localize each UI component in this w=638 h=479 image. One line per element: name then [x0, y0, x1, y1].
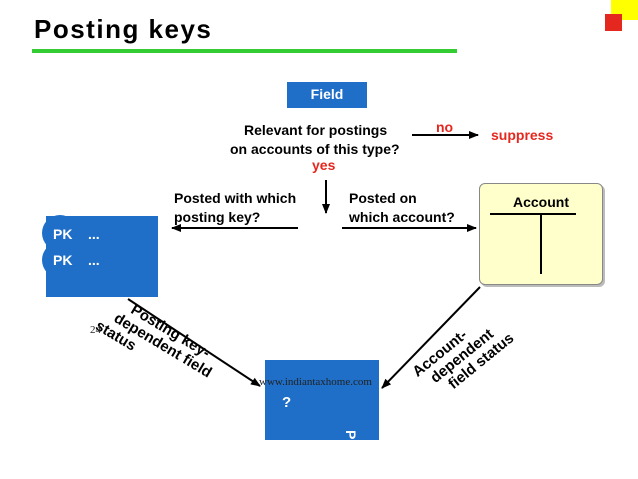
account-box: Account	[479, 183, 603, 285]
field-box-label: Field	[310, 86, 344, 102]
branch-no-label: no	[436, 119, 454, 135]
left-question-line-1: Posted with which	[174, 190, 297, 206]
right-question-line-2: which account?	[349, 209, 455, 225]
priority-question-mark: ?	[282, 394, 292, 411]
pk-row-2-value: ...	[88, 252, 100, 268]
question-line-2: on accounts of this type?	[230, 141, 400, 157]
title-underline	[32, 49, 457, 53]
slide-title: Posting keys	[34, 14, 213, 44]
corner-red-square	[605, 14, 622, 31]
field-box: Field	[287, 82, 367, 108]
priority-label: Priority	[343, 430, 359, 479]
branch-yes-label: yes	[312, 157, 336, 173]
pk-row-1-code: PK	[53, 226, 73, 242]
left-question-line-2: posting key?	[174, 209, 261, 225]
right-question-line-1: Posted on	[349, 190, 417, 206]
pk-row-2-circle	[42, 242, 78, 278]
t-account-stem	[540, 214, 542, 274]
suppress-label: suppress	[491, 127, 554, 143]
priority-box: ? Priority	[265, 360, 379, 479]
page-number: 24	[90, 324, 101, 336]
t-account-bar	[490, 213, 576, 215]
question-line-1: Relevant for postings	[244, 122, 388, 138]
watermark: www.indiantaxhome.com	[259, 376, 372, 388]
account-to-priority-arrow	[381, 286, 481, 389]
pk-to-priority-arrow	[127, 298, 261, 387]
account-box-label: Account	[513, 194, 569, 210]
pk-row-2-code: PK	[53, 252, 73, 268]
pk-row-1-value: ...	[88, 226, 100, 242]
